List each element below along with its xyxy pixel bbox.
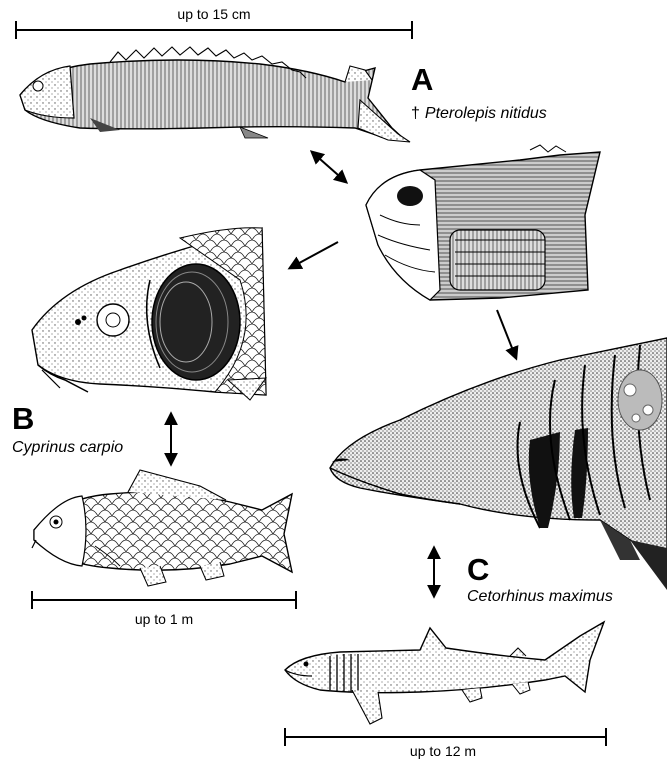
basking-shark-whole-drawing bbox=[285, 622, 604, 724]
scale-label-a: up to 15 cm bbox=[177, 6, 250, 22]
arrow-to-shark-head bbox=[497, 310, 516, 358]
species-label-a: † Pterolepis nitidus bbox=[411, 105, 547, 122]
panel-letter-c: C bbox=[467, 552, 489, 587]
panel-letter-a: A bbox=[411, 62, 433, 97]
pterolepis-gill-detail-drawing bbox=[366, 145, 600, 300]
carp-gill-detail-drawing bbox=[32, 228, 266, 400]
scale-bar-b: up to 1 m bbox=[32, 591, 296, 627]
species-name-b: Cyprinus carpio bbox=[12, 439, 123, 456]
scale-label-c: up to 12 m bbox=[410, 743, 476, 759]
scale-label-b: up to 1 m bbox=[135, 611, 193, 627]
species-name-a: Pterolepis nitidus bbox=[425, 105, 547, 122]
extinct-dagger: † bbox=[411, 105, 420, 122]
carp-whole-drawing bbox=[32, 470, 292, 586]
basking-shark-gill-detail-drawing bbox=[330, 338, 667, 590]
panel-letter-b: B bbox=[12, 401, 34, 436]
species-name-c: Cetorhinus maximus bbox=[467, 588, 613, 605]
link-arrow-a-detail bbox=[312, 152, 346, 182]
arrow-to-carp-head bbox=[290, 242, 338, 268]
scale-bar-c: up to 12 m bbox=[285, 728, 606, 759]
pterolepis-fossil-drawing bbox=[20, 47, 410, 142]
scale-bar-a: up to 15 cm bbox=[16, 6, 412, 39]
